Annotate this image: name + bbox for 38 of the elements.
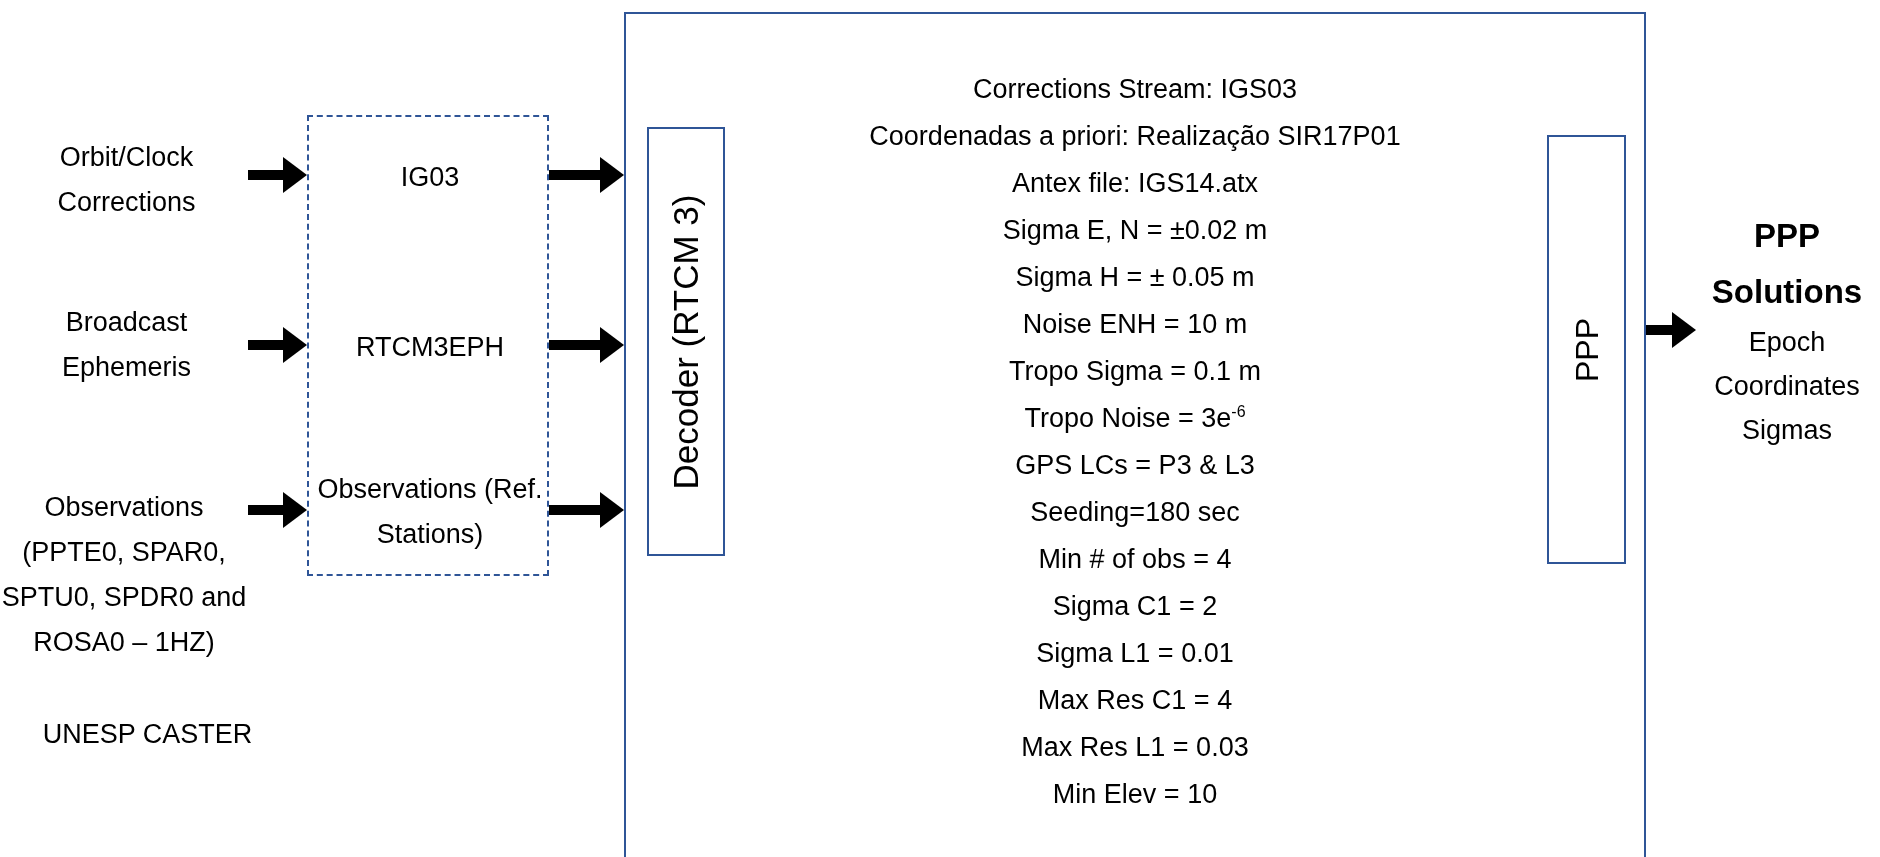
node-text: Observations (Ref. Stations)	[316, 473, 544, 551]
parameter-text: Min # of obs = 4	[1038, 543, 1232, 576]
parameter-text: Sigma E, N = ±0.02 m	[1002, 214, 1268, 247]
output-heading: PPP Solutions	[1710, 216, 1864, 312]
block-arrow	[549, 157, 624, 193]
parameter-text: Tropo Noise = 3e$^{-6}$	[1024, 402, 1246, 435]
block-arrow	[1646, 312, 1696, 348]
parameter-text: Noise ENH = 10 m	[1022, 308, 1248, 341]
parameter-text: Max Res L1 = 0.03	[1021, 731, 1249, 764]
node-text: Observations (PPTE0, SPAR0, SPTU0, SPDR0 and ROSA0 – 1HZ)	[0, 491, 248, 659]
parameter-text: Antex file: IGS14.atx	[1011, 167, 1259, 200]
node-text: RTCM3EPH	[356, 330, 504, 364]
vertical-label: Decoder (RTCM 3)	[666, 194, 706, 489]
process-box	[647, 127, 725, 556]
block-arrow	[248, 157, 307, 193]
parameter-text: Corrections Stream: IGS03	[972, 73, 1298, 106]
block-arrow	[549, 492, 624, 528]
block-arrow	[248, 327, 307, 363]
parameter-text: Sigma L1 = 0.01	[1036, 637, 1234, 670]
parameter-text: Seeding=180 sec	[1030, 496, 1240, 529]
parameter-text: Sigma H = ± 0.05 m	[1015, 261, 1255, 294]
processing-panel	[624, 12, 1646, 857]
parameter-text: Max Res C1 = 4	[1037, 684, 1233, 717]
node-text: Orbit/Clock Corrections	[56, 141, 197, 219]
output-text: Epoch Coordinates Sigmas	[1713, 326, 1861, 447]
dashed-group-box	[307, 115, 549, 576]
node-text: IG03	[400, 160, 460, 194]
node-text: Broadcast Ephemeris	[60, 306, 193, 384]
caster-label: UNESP CASTER	[41, 718, 254, 751]
block-arrow	[248, 492, 307, 528]
parameter-text: Min Elev = 10	[1052, 778, 1218, 811]
parameter-text: Coordenadas a priori: Realização SIR17P01	[869, 120, 1401, 153]
parameter-text: GPS LCs = P3 & L3	[1015, 449, 1255, 482]
process-box	[1547, 135, 1626, 564]
vertical-label: PPP	[1568, 317, 1605, 382]
block-arrow	[549, 327, 624, 363]
parameter-text: Sigma C1 = 2	[1052, 590, 1218, 623]
parameter-text: Tropo Sigma = 0.1 m	[1009, 355, 1261, 388]
